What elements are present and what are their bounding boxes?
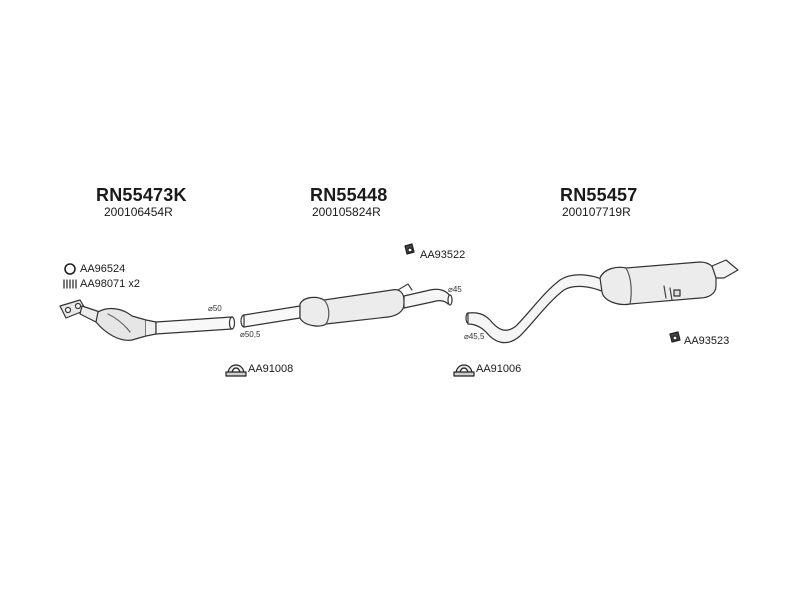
clamp-icon-2 — [453, 364, 475, 377]
oem-code-rear: 200107719R — [562, 205, 631, 219]
middle-silencer-assembly — [240, 283, 453, 328]
catalytic-converter-assembly — [59, 299, 236, 341]
clamp-icon-1 — [225, 364, 247, 377]
oem-code-front: 200106454R — [104, 205, 173, 219]
diameter-50-label: ⌀50 — [208, 304, 222, 313]
rear-muffler-assembly — [465, 259, 739, 344]
spring-icon — [63, 279, 77, 289]
part-code-front: RN55473K — [96, 185, 187, 205]
part-code-middle: RN55448 — [310, 185, 388, 205]
hanger-icon-right — [669, 331, 681, 343]
ring-icon — [64, 263, 76, 275]
oem-code-middle: 200105824R — [312, 205, 381, 219]
hanger-top-label: AA93522 — [420, 249, 466, 261]
hanger-right-label: AA93523 — [684, 335, 730, 347]
part-code-rear: RN55457 — [560, 185, 638, 205]
diameter-50-5-label: ⌀50,5 — [240, 330, 261, 339]
clamp2-label: AA91006 — [476, 363, 522, 375]
clamp1-label: AA91008 — [248, 363, 294, 375]
ring-label: AA96524 — [80, 263, 126, 275]
hanger-icon-top — [404, 243, 415, 255]
diameter-45-label: ⌀45 — [448, 285, 462, 294]
diameter-45-5-label: ⌀45,5 — [464, 332, 485, 341]
spring-label: AA98071 x2 — [80, 278, 140, 290]
